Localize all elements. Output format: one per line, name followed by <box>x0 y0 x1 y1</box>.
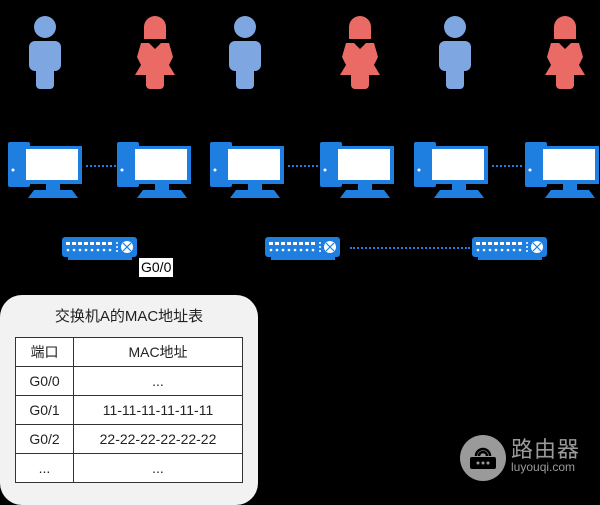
link-pc3-pc4 <box>288 165 318 167</box>
port-cell: ... <box>15 453 74 483</box>
mac-cell: 22-22-22-22-22-22 <box>73 424 243 454</box>
male-user-icon <box>439 16 471 89</box>
computer-icon <box>414 142 488 198</box>
mac-cell: 11-11-11-11-11-11 <box>73 395 243 425</box>
port-cell: G0/0 <box>15 366 74 396</box>
watermark-name: 路由器 <box>511 437 581 462</box>
computer-icon <box>117 142 191 198</box>
table-header-row: 端口 MAC地址 <box>15 337 243 367</box>
watermark-url: luyouqi.com <box>511 460 576 474</box>
link-pc5-pc6 <box>492 165 522 167</box>
link-pc1-pc2 <box>86 165 116 167</box>
computer-icon <box>210 142 284 198</box>
switch-icon <box>62 237 137 260</box>
router-logo-icon <box>460 435 506 481</box>
switch-icon <box>472 237 547 260</box>
male-user-icon <box>229 16 261 89</box>
female-user-icon <box>545 16 585 89</box>
switch-icon <box>265 237 340 260</box>
port-label-g0-0: G0/0 <box>139 258 174 277</box>
computer-icon <box>320 142 394 198</box>
header-mac: MAC地址 <box>73 337 243 367</box>
computer-icon <box>525 142 599 198</box>
mac-cell: ... <box>73 366 243 396</box>
port-cell: G0/2 <box>15 424 74 454</box>
table-row: ...... <box>15 453 243 483</box>
table-row: G0/0... <box>15 366 243 396</box>
female-user-icon <box>135 16 175 89</box>
computer-icon <box>8 142 82 198</box>
link-switch2-switch3 <box>350 247 470 249</box>
female-user-icon <box>340 16 380 89</box>
male-user-icon <box>29 16 61 89</box>
mac-cell: ... <box>73 453 243 483</box>
mac-table-title: 交换机A的MAC地址表 <box>54 308 204 325</box>
header-port: 端口 <box>15 337 74 367</box>
port-cell: G0/1 <box>15 395 74 425</box>
